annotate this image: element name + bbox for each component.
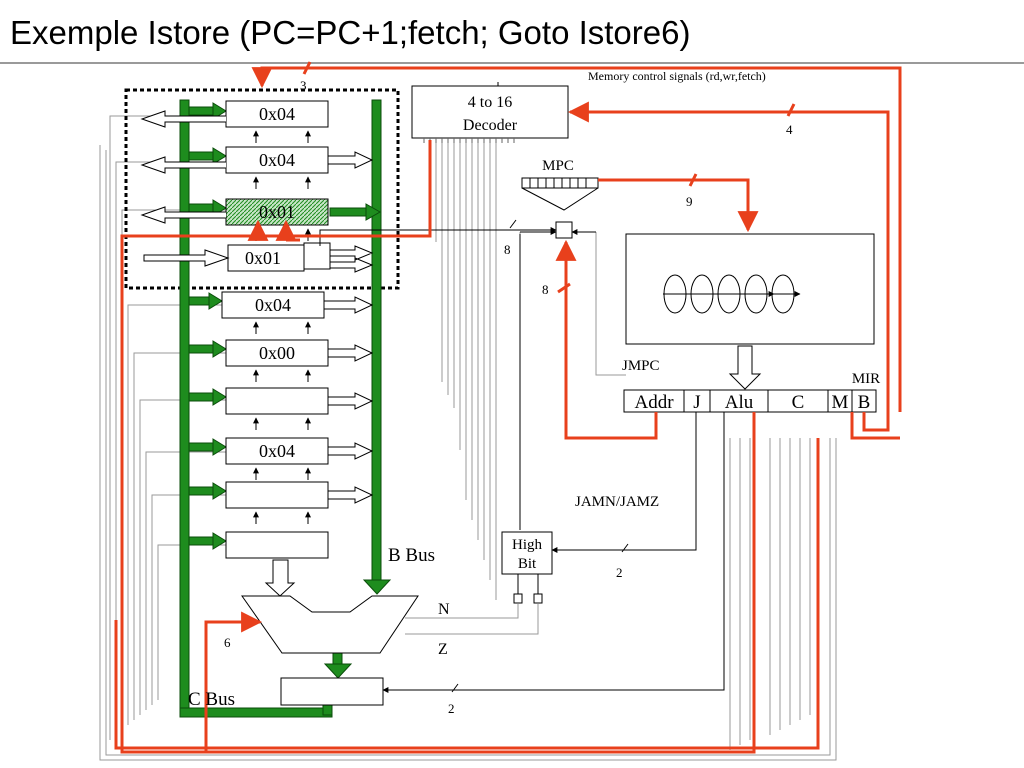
alu	[241, 595, 419, 654]
mir-field-label: Addr	[634, 392, 674, 413]
register-value: 0x04	[255, 295, 291, 315]
register-value: 0x01	[245, 248, 281, 268]
red-width-ticks	[302, 61, 796, 294]
memory-control-label: Memory control signals (rd,wr,fetch)	[588, 69, 766, 83]
h-register-box	[303, 242, 331, 270]
register-value: 0x01	[259, 202, 295, 222]
c-bus-arrow-shaft	[188, 344, 215, 354]
b-bus-arrow	[323, 296, 374, 314]
c-bus-arrow-head	[212, 388, 227, 406]
register-box	[225, 437, 329, 465]
b-bus-arrow	[327, 392, 374, 410]
mir-label: MIR	[852, 371, 880, 387]
c-bus-arrow-shaft	[188, 106, 215, 116]
register-box	[225, 387, 329, 415]
register-box	[225, 146, 329, 174]
mir-field-label: Alu	[725, 392, 754, 413]
c-bus-arrows	[188, 102, 227, 550]
high-bit-label-line1: High	[512, 537, 543, 553]
mpc-bracket	[521, 187, 599, 211]
width-label-2a: 2	[616, 565, 623, 580]
register-box	[225, 481, 329, 509]
c-bus-arrow-head	[212, 102, 227, 120]
mir-field-label: J	[693, 392, 700, 413]
shifter	[280, 677, 384, 706]
bus-width-ticks	[451, 219, 629, 693]
green-buses	[179, 99, 392, 718]
c-bus-arrow-head	[212, 532, 227, 550]
h-register-arrows	[329, 245, 374, 273]
control-wires	[99, 115, 837, 761]
register-value: 0x04	[259, 441, 295, 461]
c-bus-arrow-shaft	[188, 151, 215, 161]
b-bus-arrows	[323, 151, 374, 504]
mir-field-label: B	[858, 392, 871, 413]
title-divider	[0, 62, 1024, 64]
register-value: 0x04	[259, 150, 295, 170]
hollow-arrows	[140, 110, 230, 267]
decoder-label-line2: Decoder	[463, 117, 518, 134]
mpc-label: MPC	[542, 158, 574, 174]
b-bus-label: B Bus	[388, 545, 435, 566]
c-bus-arrow-shaft	[188, 442, 215, 452]
c-bus-arrow-shaft	[188, 296, 211, 306]
c-bus-arrow-shaft	[188, 536, 215, 546]
width-label-9: 9	[686, 194, 693, 209]
c-bus-arrow-head	[212, 340, 227, 358]
register-value: 0x00	[259, 343, 295, 363]
jamn-jamz-label: JAMN/JAMZ	[575, 494, 659, 510]
c-bus-arrow-shaft	[188, 486, 215, 496]
c-bus-arrow-shaft	[188, 203, 215, 213]
width-label-4: 4	[786, 122, 793, 137]
mir-field-label: C	[792, 392, 805, 413]
decoder-label-line1: 4 to 16	[468, 94, 512, 111]
control-store-ellipses	[663, 274, 801, 314]
black-control-lines	[319, 82, 725, 693]
b-bus-arrow	[327, 486, 374, 504]
width-label-6: 6	[224, 635, 231, 650]
register-box	[225, 531, 329, 559]
width-label-8a: 8	[504, 242, 511, 257]
z-flipflop	[533, 593, 543, 604]
register-box	[227, 244, 305, 272]
c-bus-arrow-head	[208, 292, 223, 310]
c-bus-label: C Bus	[188, 689, 235, 710]
b-bus-arrow	[327, 344, 374, 362]
control-store	[625, 233, 875, 345]
z-flag-label: Z	[438, 641, 448, 658]
slide-title: Exemple Istore (PC=PC+1;fetch; Goto Isto…	[10, 14, 691, 51]
b-bus-arrow	[327, 151, 374, 169]
register-value: 0x04	[259, 104, 295, 124]
selection-frame	[124, 88, 400, 290]
decoder-box	[411, 85, 569, 139]
red-control-wires	[114, 66, 902, 754]
jmpc-label: JMPC	[622, 358, 660, 374]
register-file: 0x04 0x04 0x01 0x01 0x04 0x00 0x04	[221, 100, 329, 559]
register-box	[225, 100, 329, 128]
mpc-register	[521, 177, 599, 189]
b-bus-arrow	[327, 442, 374, 460]
high-bit-box	[501, 531, 553, 575]
c-bus-arrow-shaft	[188, 392, 215, 402]
mir-field-label: M	[832, 392, 849, 413]
high-bit-label-line2: Bit	[518, 556, 537, 572]
or-gate	[555, 221, 573, 239]
c-bus-arrow-head	[212, 438, 227, 456]
alu-input-arrow	[264, 559, 296, 597]
flag-wires	[517, 574, 539, 594]
width-label-2b: 2	[448, 701, 455, 716]
n-flag-label: N	[438, 601, 450, 618]
c-bus-arrow-head	[212, 147, 227, 165]
c-bus-arrow-head	[212, 482, 227, 500]
control-store-arrow	[728, 345, 762, 390]
width-label-8b: 8	[542, 282, 549, 297]
width-label-3: 3	[300, 78, 307, 93]
n-flipflop	[513, 593, 523, 604]
decoder-pins	[423, 138, 515, 143]
